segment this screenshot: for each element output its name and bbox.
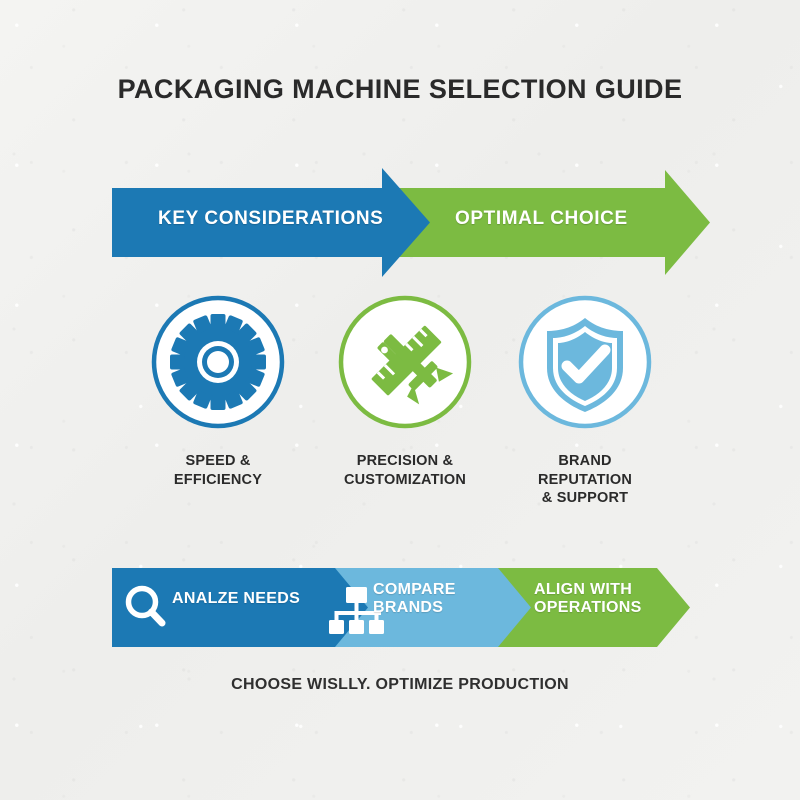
step-label-align-with-operations: ALIGN WITH OPERATIONS <box>534 581 642 618</box>
caption-line: SPEED & <box>185 453 251 469</box>
caption-line: PRECISION & <box>356 453 454 469</box>
pillar-precision-customization[interactable]: PRECISION & CUSTOMIZATION <box>312 292 498 489</box>
step-chevron-align-with-operations[interactable] <box>492 568 690 647</box>
pillar-brand-reputation-support[interactable]: BRAND REPUTATION & SUPPORT <box>492 292 678 508</box>
gear-icon-circle <box>148 292 288 432</box>
caliper-ruler-icon <box>338 295 472 429</box>
arrow-key-considerations-shape[interactable] <box>112 168 430 277</box>
org-chart-icon <box>329 587 384 634</box>
footer-tagline: CHOOSE WISLLY. OPTIMIZE PRODUCTION <box>231 676 569 693</box>
caption-line: & SUPPORT <box>541 490 629 507</box>
caption-line: REPUTATION <box>537 471 633 488</box>
pillar-caption-speed-efficiency: SPEED & EFFICIENCY <box>125 452 311 489</box>
pillar-icon-row: SPEED & EFFICIENCY <box>100 292 720 507</box>
pillar-caption-brand-reputation-support: BRAND REPUTATION & SUPPORT <box>492 452 678 508</box>
process-step-graphic <box>112 568 690 647</box>
step-chevron-analze-needs[interactable] <box>112 568 368 647</box>
arrow-label-key-considerations: KEY CONSIDERATIONS <box>158 208 384 229</box>
step-label-line: BRANDS <box>373 599 444 617</box>
shield-check-icon-circle <box>515 292 655 432</box>
step-label-analze-needs: ANALZE NEEDS <box>172 590 300 608</box>
caliper-ruler-icon-circle <box>335 292 475 432</box>
page-title: PACKAGING MACHINE SELECTION GUIDE <box>117 74 683 104</box>
arrow-banner: KEY CONSIDERATIONS OPTIMAL CHOICE <box>100 160 720 285</box>
caption-line: EFFICIENCY <box>173 471 263 488</box>
step-label-line: ALIGN WITH <box>534 581 633 598</box>
step-label-line: COMPARE <box>373 581 456 598</box>
arrow-banner-graphic <box>112 168 710 277</box>
arrow-label-optimal-choice: OPTIMAL CHOICE <box>455 208 628 229</box>
caption-line: CUSTOMIZATION <box>343 471 467 488</box>
gear-icon <box>151 295 285 429</box>
shield-check-icon <box>518 295 652 429</box>
process-step-strip: ANALZE NEEDS COMPARE BRANDS ALIGN WITH O… <box>100 560 700 655</box>
magnifier-icon <box>125 585 166 627</box>
pillar-speed-efficiency[interactable]: SPEED & EFFICIENCY <box>125 292 311 489</box>
step-label-line: ANALZE NEEDS <box>172 590 301 607</box>
arrow-optimal-choice-shape[interactable] <box>382 170 710 275</box>
step-label-compare-brands: COMPARE BRANDS <box>373 581 456 618</box>
step-label-line: OPERATIONS <box>534 599 642 617</box>
caption-line: BRAND <box>558 453 612 469</box>
pillar-caption-precision-customization: PRECISION & CUSTOMIZATION <box>312 452 498 489</box>
